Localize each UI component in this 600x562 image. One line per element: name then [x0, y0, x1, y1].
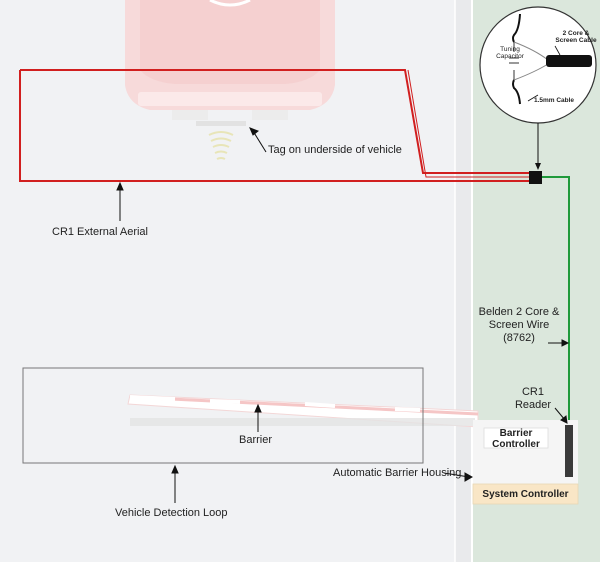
inset-mm-cable-label: 1.5mm Cable: [533, 97, 575, 104]
tag-label: Tag on underside of vehicle: [268, 144, 402, 156]
external-aerial-loop: [19, 69, 531, 182]
barrier-arm: [127, 394, 479, 428]
system-controller-box: [472, 483, 579, 505]
reader-label-line1: CR1: [521, 386, 544, 398]
inset-cable-line2: Screen Cable: [555, 37, 597, 44]
inset-capacitor-label: Tuning Capacitor: [488, 46, 532, 60]
vehicle-tag: [196, 121, 246, 160]
annotation-arrows: [116, 127, 570, 503]
inset-capacitor-line1: Tuning: [500, 46, 520, 53]
aerial-label: CR1 External Aerial: [52, 226, 148, 238]
vehicle-detection-loop: [22, 367, 424, 464]
vehicle: [125, 0, 335, 120]
loop-label: Vehicle Detection Loop: [115, 507, 228, 519]
cr1-reader-label: CR1 Reader: [510, 386, 556, 412]
inset-cable-label: 2 Core & Screen Cable: [552, 30, 600, 44]
barrier-controller-line1: Barrier: [499, 428, 533, 439]
belden-label-line1: Belden 2 Core &: [478, 306, 560, 318]
system-controller-label: System Controller: [482, 489, 569, 500]
barrier-controller-line2: Controller: [492, 439, 540, 450]
housing-label: Automatic Barrier Housing: [333, 467, 462, 479]
inset-cable-line1: 2 Core &: [562, 30, 590, 37]
inset-capacitor-line2: Capacitor: [496, 53, 524, 60]
reader-label-line2: Reader: [514, 399, 552, 411]
connection-detail-inset: [479, 6, 597, 124]
cr1-reader: [565, 425, 573, 477]
belden-label-line3: (8762): [503, 332, 535, 344]
aerial-connector: [529, 171, 542, 184]
barrier-controller-box: [483, 427, 549, 449]
belden-wire: [542, 176, 570, 425]
belden-wire-label: Belden 2 Core & Screen Wire (8762): [478, 306, 560, 345]
barrier-label: Barrier: [239, 434, 273, 446]
barrier-controller-label: Barrier Controller: [484, 428, 548, 450]
belden-label-line2: Screen Wire: [488, 319, 550, 331]
